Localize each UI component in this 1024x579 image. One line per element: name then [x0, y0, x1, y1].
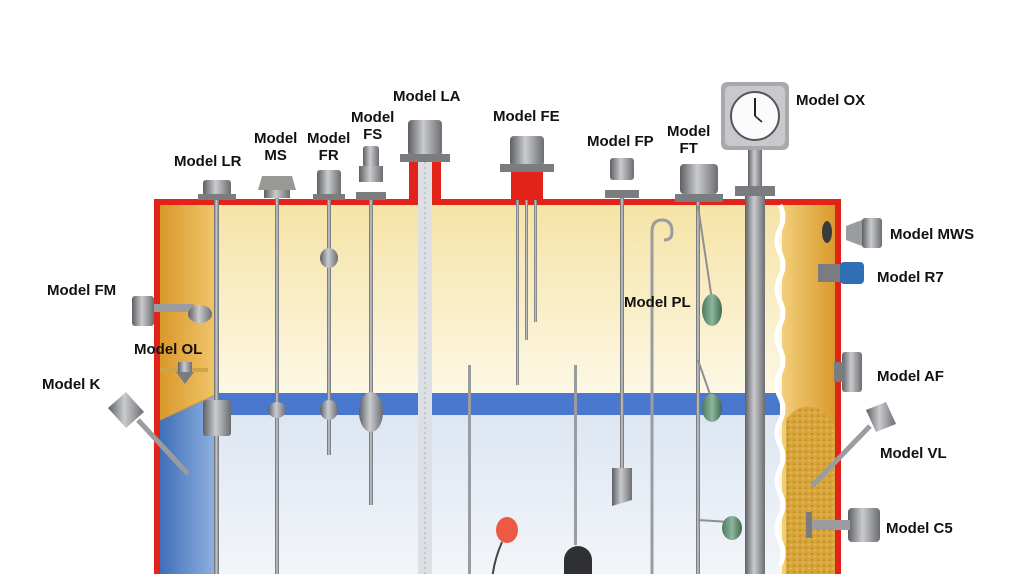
label-model-ol: Model OL	[134, 341, 203, 358]
solids-pile	[786, 406, 835, 579]
sensor-k	[108, 392, 190, 476]
label-model-ft: Model FT	[667, 123, 711, 157]
sensor-fp	[605, 158, 639, 506]
label-model-ms: Model MS	[254, 130, 298, 164]
interface-layer	[215, 393, 780, 415]
label-model-la: Model LA	[393, 88, 461, 105]
left-inner-wall-upper	[160, 205, 215, 420]
sensor-fm	[132, 296, 212, 326]
label-model-fs: Model FS	[351, 109, 395, 143]
sensor-ms	[258, 176, 296, 579]
label-model-lr: Model LR	[174, 153, 242, 170]
label-model-r7: Model R7	[877, 269, 944, 286]
sensor-lr	[198, 180, 236, 579]
label-model-ox: Model OX	[796, 92, 866, 109]
label-model-af: Model AF	[877, 368, 944, 385]
sensor-fr	[313, 170, 345, 455]
sensor-ox	[721, 82, 789, 579]
label-model-c5: Model C5	[886, 520, 953, 537]
label-model-fe: Model FE	[493, 108, 560, 125]
upper-liquid	[215, 205, 780, 395]
left-inner-wall-lower	[160, 395, 215, 579]
sensor-mws	[822, 218, 882, 248]
sensor-fe	[500, 136, 554, 385]
sensor-af	[834, 352, 862, 392]
label-model-pl: Model PL	[624, 294, 691, 311]
label-model-fm: Model FM	[47, 282, 117, 299]
sensor-vl	[810, 402, 896, 488]
label-model-k: Model K	[42, 376, 101, 393]
sensor-ol	[176, 362, 194, 384]
sensor-c5	[806, 508, 880, 542]
lower-liquid	[215, 415, 780, 579]
sensor-la	[400, 120, 450, 579]
sensor-fs	[356, 146, 386, 505]
label-model-fp: Model FP	[587, 133, 654, 150]
divider-wave	[774, 203, 786, 567]
label-model-vl: Model VL	[880, 445, 947, 462]
sensor-pl	[650, 218, 674, 579]
label-model-fr: Model FR	[307, 130, 351, 164]
sensor-r7	[818, 262, 864, 284]
sensor-ft	[675, 164, 742, 579]
label-model-mws: Model MWS	[890, 226, 975, 243]
tank	[154, 199, 841, 579]
